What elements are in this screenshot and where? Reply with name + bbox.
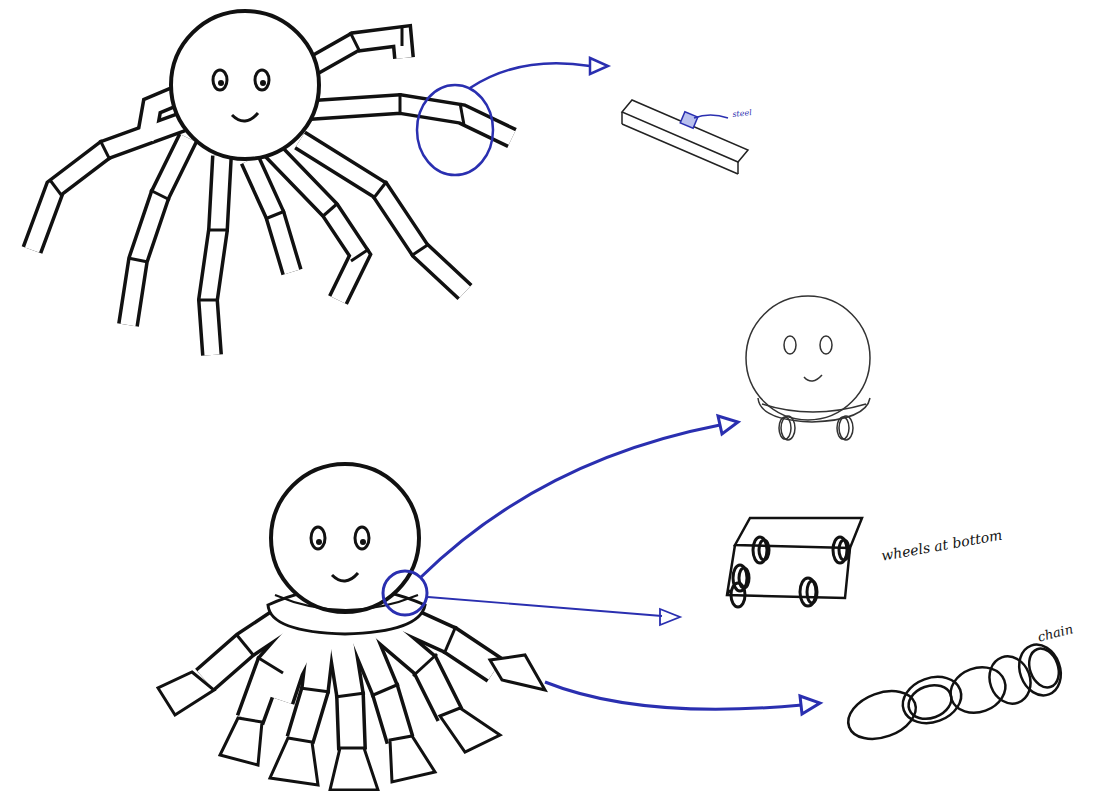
wheeled-base-detail — [727, 518, 862, 607]
head-on-wheels-detail — [746, 296, 870, 440]
handwritten-note: chain — [1036, 621, 1074, 644]
top-octopus-head — [171, 11, 319, 159]
bottom-octopus-head — [268, 464, 425, 634]
chain-detail — [842, 639, 1068, 748]
handwritten-note: steel — [732, 108, 752, 119]
leg-callout — [417, 58, 608, 175]
body-callouts — [383, 416, 820, 714]
bottom-octopus-legs — [158, 615, 545, 790]
handwritten-note: wheels at bottom — [880, 527, 1003, 564]
leg-joint-detail — [622, 100, 748, 174]
